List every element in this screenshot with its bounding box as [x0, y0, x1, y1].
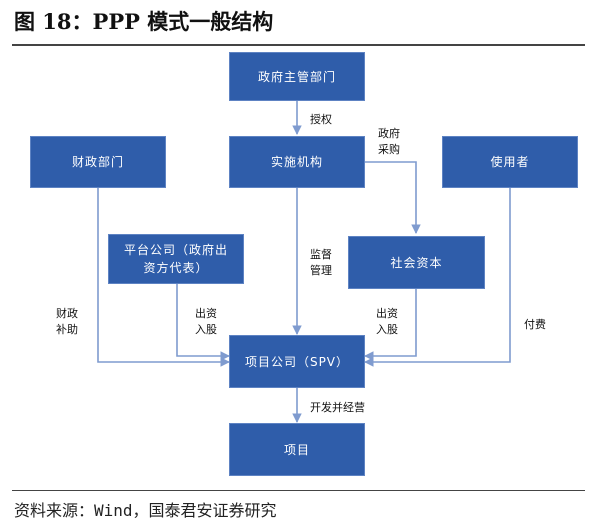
label-invest-platform: 出资 入股: [195, 307, 217, 336]
node-platform: 平台公司（政府出资方代表）: [108, 234, 244, 284]
label-authorize: 授权: [310, 113, 332, 126]
label-pay: 付费: [524, 318, 546, 331]
label-subsidy: 财政 补助: [56, 307, 78, 336]
edge-invest-social: [364, 289, 417, 361]
label-procure: 政府 采购: [378, 127, 400, 156]
node-finance: 财政部门: [30, 136, 166, 188]
edge-invest-platform: [176, 284, 230, 361]
bottom-divider: [12, 490, 585, 491]
node-user: 使用者: [442, 136, 578, 188]
edge-procure: [365, 161, 421, 234]
figure-title: 图 18：PPP 模式一般结构: [14, 9, 274, 34]
label-develop: 开发并经营: [310, 401, 365, 414]
top-divider: [12, 44, 585, 46]
node-gov: 政府主管部门: [229, 52, 365, 101]
source-note: 资料来源：Wind，国泰君安证券研究: [14, 501, 277, 520]
edge-pay: [364, 188, 511, 367]
label-supervise: 监督 管理: [310, 248, 332, 277]
node-spv: 项目公司（SPV）: [229, 335, 365, 388]
label-invest-social: 出资 入股: [376, 307, 398, 336]
node-agency: 实施机构: [229, 136, 365, 188]
node-social: 社会资本: [348, 236, 485, 289]
edge-subsidy: [97, 188, 230, 367]
node-project: 项目: [229, 423, 365, 476]
